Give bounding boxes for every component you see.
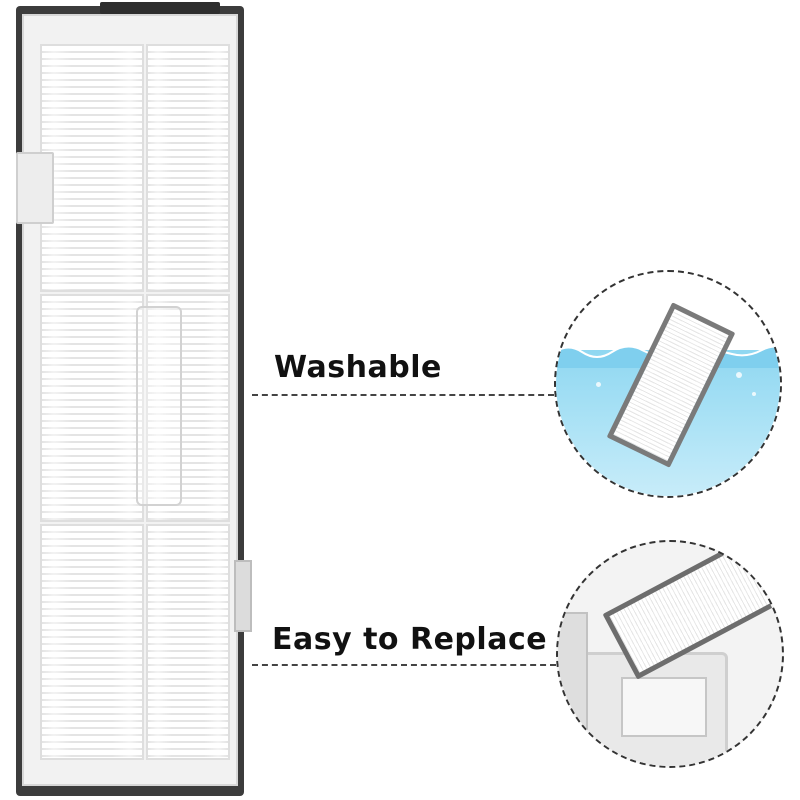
pleat-panel-mid-left (40, 294, 144, 522)
pleat-panel-mid-right (146, 294, 230, 522)
filter-right-latch (234, 560, 252, 632)
filter-slot (621, 677, 707, 737)
washable-label: Washable (274, 350, 442, 385)
bubble (596, 382, 601, 387)
hepa-filter (22, 14, 238, 786)
pleat-panel-bottom-left (40, 524, 144, 760)
water-circle-icon (554, 270, 782, 498)
pleat-panel-bottom-right (146, 524, 230, 760)
filter-left-latch (16, 152, 54, 224)
easy-replace-label: Easy to Replace (272, 622, 548, 657)
pleat-panel-top-left (40, 44, 144, 292)
washable-dashed-line (252, 394, 554, 396)
easy-replace-dashed-line (252, 664, 556, 666)
pleat-panel-top-right (146, 44, 230, 292)
robot-body-icon (558, 612, 588, 732)
bubble (736, 372, 742, 378)
bubble (752, 392, 756, 396)
replace-circle-icon (556, 540, 784, 768)
filter-pull-handle (136, 306, 182, 506)
filter-top-clips (100, 2, 220, 14)
